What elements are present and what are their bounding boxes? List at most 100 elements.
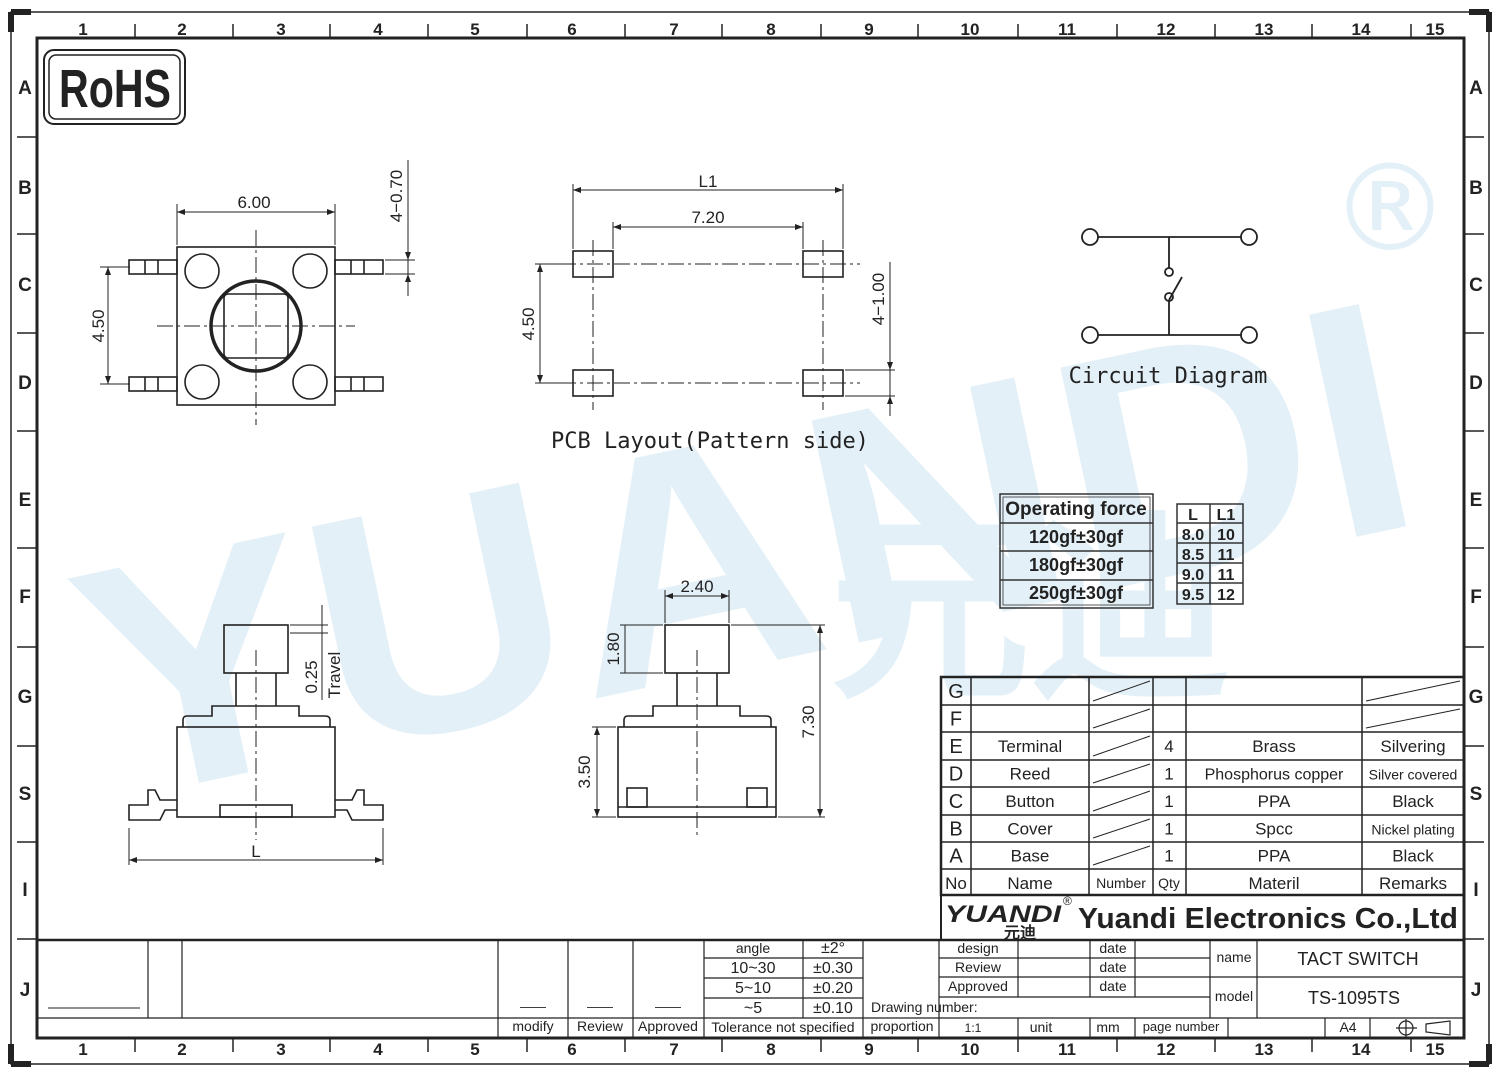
tolerance-value: ±0.20 — [813, 980, 853, 997]
bom-remarks-diagonal — [1365, 708, 1461, 729]
bom-material: PPA — [1258, 847, 1291, 866]
dim-length: L — [251, 842, 260, 861]
tolerance-range: 10~30 — [731, 960, 776, 977]
force-row: 180gf±30gf — [1029, 555, 1124, 575]
rohs-badge: RoHS — [43, 49, 186, 125]
bom-name: Base — [1011, 847, 1050, 866]
company-name: Yuandi Electronics Co.,Ltd — [1078, 903, 1458, 935]
company-logo-cn: 元迪 — [1004, 923, 1036, 942]
col-label-top: 11 — [1058, 20, 1076, 39]
bom-number-diagonal — [1092, 763, 1151, 784]
ll1-cell-l1: 10 — [1217, 527, 1235, 544]
row-label-left: G — [18, 687, 33, 708]
ll1-table — [1176, 503, 1244, 605]
bom-header-no: No — [945, 874, 967, 893]
bom-no: B — [949, 819, 962, 841]
col-label-bottom: 1 — [78, 1040, 87, 1059]
ll1-header-l1: L1 — [1217, 507, 1236, 524]
col-label-bottom: 5 — [470, 1040, 479, 1059]
bom-qty: 1 — [1164, 847, 1173, 866]
label-name: name — [1216, 949, 1251, 965]
bom-remarks: Nickel plating — [1371, 822, 1454, 838]
row-label-right: E — [1470, 490, 1483, 511]
ll1-header-l: L — [1188, 507, 1198, 524]
col-label-bottom: 15 — [1426, 1040, 1445, 1059]
row-label-right: J — [1471, 980, 1482, 1001]
row-label-right: I — [1473, 880, 1478, 901]
rev-modify-dash: —— — [520, 999, 546, 1014]
bom-qty: 1 — [1164, 820, 1173, 839]
value-unit: mm — [1096, 1019, 1119, 1035]
value-scale: 1:1 — [965, 1021, 982, 1035]
tolerance-range: ~5 — [744, 1000, 762, 1017]
dim-height: 4.50 — [89, 309, 108, 342]
label-review: Review — [955, 959, 1002, 975]
row-label-right: B — [1469, 178, 1483, 199]
value-name: TACT SWITCH — [1297, 949, 1418, 969]
bom-name: Button — [1005, 792, 1054, 811]
bom-qty: 4 — [1164, 737, 1173, 756]
col-label-top: 8 — [766, 20, 775, 39]
label-model: model — [1215, 988, 1253, 1004]
row-label-left: D — [18, 373, 32, 394]
bom-header-row: No Name Number Qty Materil Remarks — [945, 874, 1447, 893]
bom-qty: 1 — [1164, 792, 1173, 811]
tolerance-value: ±2° — [821, 940, 845, 957]
value-size: A4 — [1339, 1019, 1356, 1035]
col-label-top: 10 — [961, 20, 980, 39]
row-label-right: G — [1469, 687, 1484, 708]
bom-no: E — [949, 736, 962, 758]
label-proportion: proportion — [870, 1018, 933, 1034]
bom-no: C — [949, 791, 963, 813]
dim-pitch: 7.20 — [691, 208, 724, 227]
force-row: 120gf±30gf — [1029, 527, 1124, 547]
watermark-reg: ® — [1330, 140, 1450, 279]
tolerance-range: angle — [736, 940, 770, 956]
force-table — [999, 493, 1154, 609]
ll1-cell-l: 8.0 — [1182, 527, 1204, 544]
row-label-left: I — [22, 880, 27, 901]
row-label-left: J — [20, 980, 31, 1001]
label-date-1: date — [1099, 940, 1126, 956]
rev-approved-dash: —— — [655, 999, 681, 1014]
col-label-top: 3 — [276, 20, 285, 39]
dim-pad: 4−1.00 — [869, 273, 888, 325]
watermark-sub: 元迪 — [830, 495, 1230, 728]
col-label-bottom: 14 — [1352, 1040, 1371, 1059]
dim-l1: L1 — [699, 172, 718, 191]
bom-number-diagonal — [1092, 845, 1151, 866]
frame-labels: 1122334455667788991010111112121313141415… — [18, 20, 1484, 1059]
label-date-2: date — [1099, 959, 1126, 975]
dim-width: 6.00 — [237, 193, 270, 212]
col-label-top: 7 — [669, 20, 678, 39]
col-label-top: 2 — [177, 20, 186, 39]
bom-remarks: Silver covered — [1369, 767, 1458, 783]
row-label-right: C — [1469, 275, 1483, 296]
bom-remarks: Silvering — [1380, 737, 1445, 756]
ll1-cell-l: 9.5 — [1182, 587, 1204, 604]
bom-material: PPA — [1258, 792, 1291, 811]
col-label-bottom: 12 — [1157, 1040, 1176, 1059]
col-label-bottom: 3 — [276, 1040, 285, 1059]
row-label-left: F — [19, 587, 31, 608]
company-bar: YUANDI 元迪 ® Yuandi Electronics Co.,Ltd — [940, 894, 1465, 942]
dim-cap: 1.80 — [604, 632, 623, 665]
frame — [8, 9, 1492, 1067]
ll1-cell-l: 9.0 — [1182, 567, 1204, 584]
bom-material: Brass — [1252, 737, 1295, 756]
bom-number-diagonal — [1092, 818, 1151, 839]
col-label-top: 5 — [470, 20, 479, 39]
bom-name: Cover — [1007, 820, 1053, 839]
row-label-left: E — [19, 490, 32, 511]
dim-terminal: 4−0.70 — [387, 170, 406, 222]
label-unit: unit — [1030, 1019, 1053, 1035]
col-label-bottom: 4 — [373, 1040, 383, 1059]
bom-header-number: Number — [1096, 875, 1146, 891]
bom-number-diagonal — [1092, 708, 1151, 729]
bom-qty: 1 — [1164, 765, 1173, 784]
bom-no: G — [948, 681, 964, 703]
bom-material: Phosphorus copper — [1205, 767, 1344, 784]
